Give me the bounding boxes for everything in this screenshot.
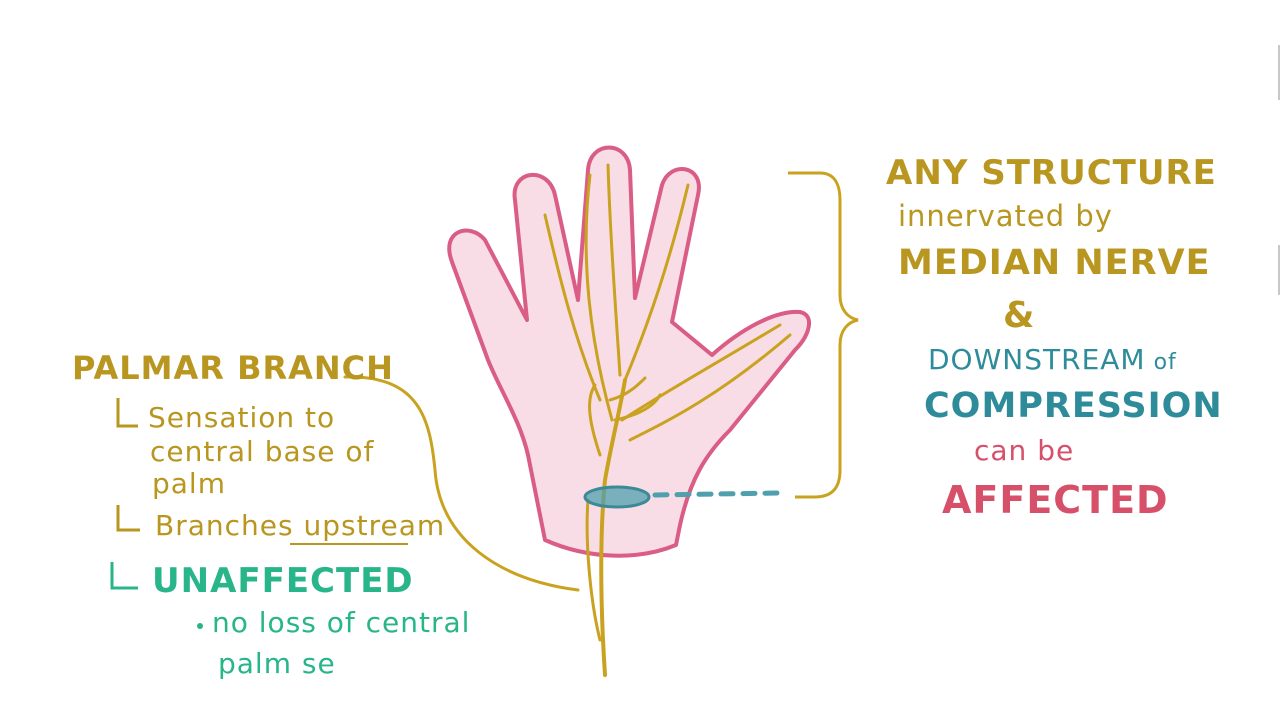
note1-line3: palm (152, 467, 226, 500)
detail-line1: no loss of central (212, 606, 471, 639)
nerve-branch-ring (543, 213, 602, 402)
nerve-branch-thumb (620, 323, 782, 422)
nerve-branch-index (623, 183, 690, 382)
nerve-branch-middle-2 (584, 173, 614, 422)
downstream-word: DOWNSTREAM (928, 343, 1146, 376)
right-line5: DOWNSTREAM of (928, 346, 1177, 374)
right-line1: ANY STRUCTURE (886, 153, 1217, 193)
right-line2: innervated by (898, 199, 1113, 233)
nerve-branch-palm-2 (588, 383, 602, 457)
palmar-branch-heading: PALMAR BRANCH (72, 349, 394, 387)
note2: Branches upstream (155, 512, 445, 540)
compression-dashed-line (652, 490, 781, 498)
downstream-suffix: of (1145, 350, 1177, 375)
edge-mark (1278, 245, 1280, 295)
right-line7: can be (974, 434, 1075, 467)
edge-mark (1278, 45, 1280, 100)
right-line6: COMPRESSION (924, 386, 1223, 426)
detail-line2: palm se (218, 647, 336, 680)
note2-emphasis: upstream (303, 509, 446, 542)
detail-bullet (197, 623, 203, 629)
status-unaffected: UNAFFECTED (152, 561, 414, 601)
palmar-branch-line (343, 375, 580, 592)
note1-marker (116, 398, 138, 428)
nerve-branch-palm (613, 393, 662, 422)
note1-line1: Sensation to (148, 401, 336, 434)
median-nerve-trunk (599, 378, 627, 677)
nerve-branch-palm-3 (608, 376, 647, 402)
right-line3: MEDIAN NERVE (898, 243, 1211, 283)
curly-brace (788, 171, 859, 499)
compression-site (583, 485, 651, 509)
status-marker (110, 562, 138, 590)
right-line8: AFFECTED (942, 478, 1169, 522)
hand-outline (447, 145, 811, 558)
note1-line2: central base of (150, 435, 375, 468)
right-line4: & (1003, 295, 1035, 336)
nerve-branch-lower (585, 498, 602, 642)
nerve-branch-thumb-2 (628, 333, 792, 442)
nerve-branch-middle (606, 163, 622, 377)
note2-marker (116, 505, 140, 532)
note2-prefix: Branches (155, 509, 304, 542)
